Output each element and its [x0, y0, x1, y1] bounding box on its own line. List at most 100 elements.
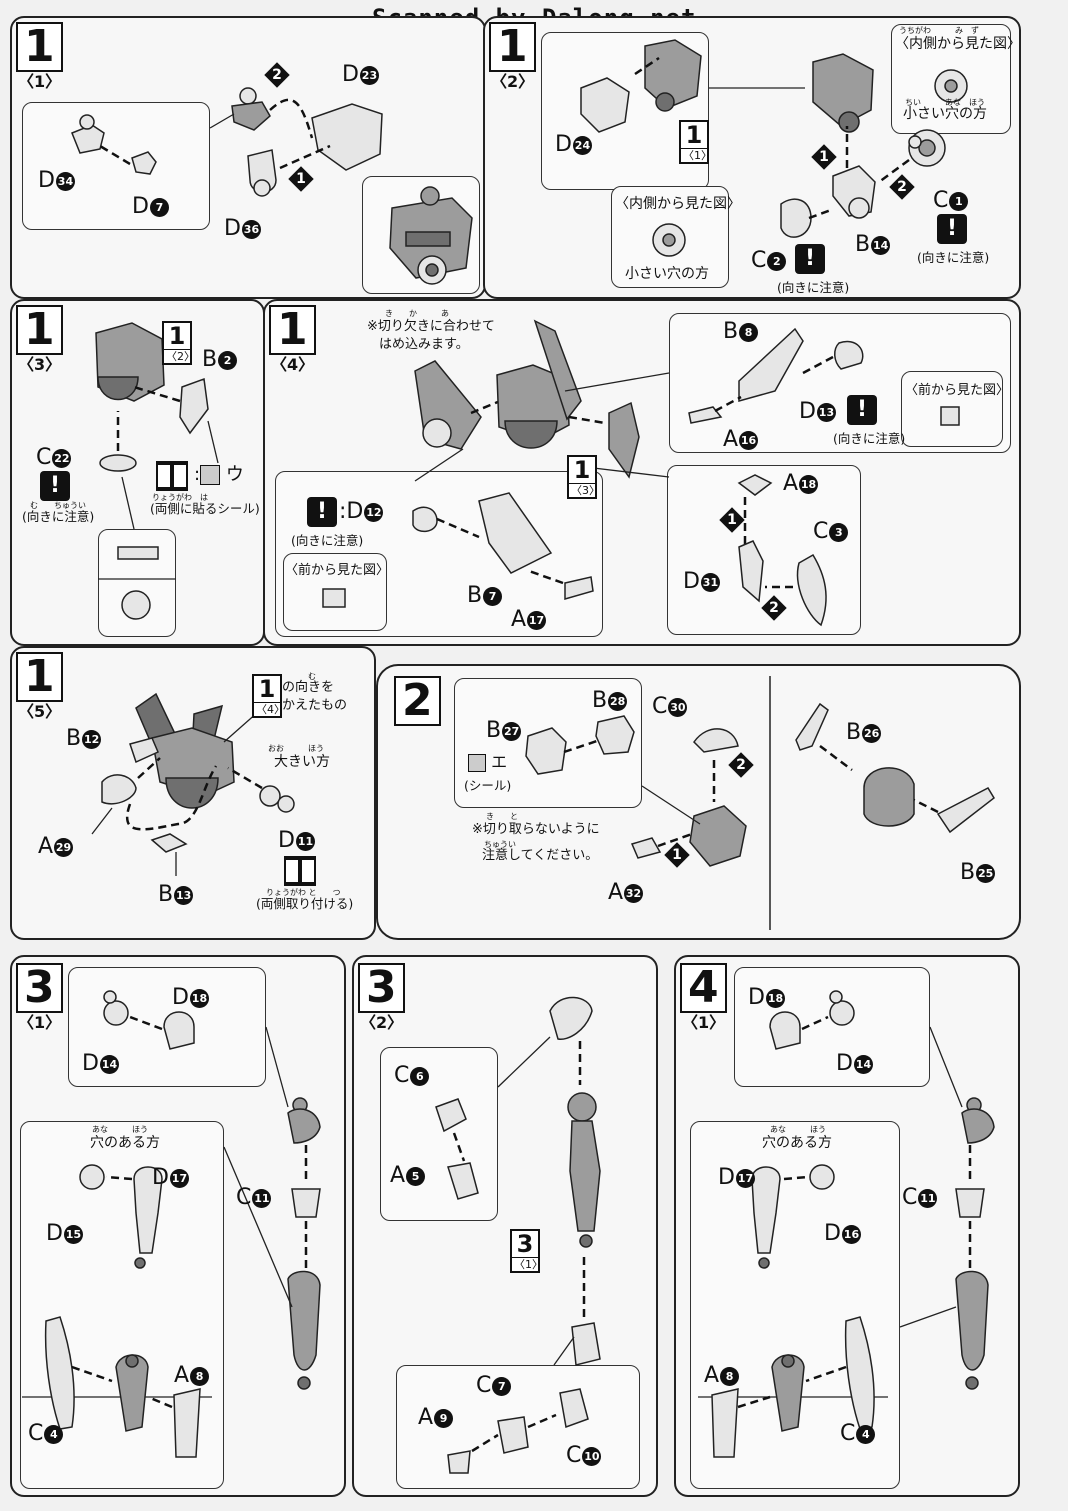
caution-icon: ! [847, 395, 877, 425]
order-marker-1: 1 [288, 166, 314, 192]
inner-view-box-top [891, 24, 1011, 134]
caution-text-2: (向きに注意) [777, 280, 850, 295]
step-number: 1〈1〉 [16, 21, 63, 91]
sticker-note: (シール) [464, 778, 512, 793]
order-marker-1: 1 [664, 842, 690, 868]
hole-side-ruby: あな ほう [92, 1125, 148, 1134]
caution-text: (向きに注意) [833, 431, 906, 446]
big-side-text: 大きい方 [274, 754, 330, 770]
inner-view-title-2: 〈内側から見た図〉 [615, 196, 741, 212]
ref-step-3-1: 3〈1〉 [510, 1229, 543, 1273]
small-hole-text-2: 小さい穴の方 [625, 266, 709, 282]
cut-note-ruby-2: ちゅうい [484, 840, 516, 849]
ref-step-1-2: 1〈2〉 [162, 321, 195, 365]
caution-icon-2: ! [795, 244, 825, 274]
both-sides-icon [156, 461, 188, 491]
ref-step-1-3: 1〈3〉 [567, 455, 600, 499]
sticker-ruby: りょうがわ は [152, 493, 208, 502]
order-marker-2: 2 [264, 62, 290, 88]
panel-step-1-4: 1〈4〉 き か あ ※切り欠きに合わせて はめ込みます。 [263, 299, 1021, 646]
ref-step-1-1: 1〈1〉 [679, 120, 712, 164]
step-1-4-artwork [322, 319, 960, 627]
caution-ruby: む ちゅうい [30, 501, 86, 510]
front-view-title-2: 〈前から見た図〉 [285, 563, 390, 578]
step-1-2-artwork [580, 39, 968, 257]
ref-ruby: む [308, 672, 316, 681]
step-1-3-artwork [95, 322, 219, 620]
order-marker-2: 2 [889, 174, 915, 200]
hole-side-ruby: あな ほう [770, 1125, 826, 1134]
caution-icon: ! [937, 214, 967, 244]
step-number: 3〈2〉 [358, 962, 405, 1032]
caution-text: (向きに注意) [917, 250, 990, 265]
sticker-code: : ウ [194, 464, 244, 485]
caution-text-2: (向きに注意) [291, 533, 364, 548]
order-marker-1: 1 [719, 507, 745, 533]
ref-note-line-2: かえたもの [282, 698, 348, 713]
inner-view-title: 〈内側から見た図〉 [895, 36, 1021, 52]
step-number: 1〈4〉 [269, 304, 316, 374]
small-hole-ruby: ちい あな ほう [905, 98, 985, 107]
step-3-1-artwork [22, 990, 321, 1458]
cut-note-line-1: ※切り取らないように [472, 822, 600, 837]
order-marker-1: 1 [811, 144, 837, 170]
fit-note-line-1: ※切り欠きに合わせて [367, 319, 495, 334]
order-marker-2: 2 [728, 752, 754, 778]
ref-step-1-4: 1〈4〉 [252, 674, 285, 718]
front-view-title: 〈前から見た図〉 [905, 383, 1010, 398]
both-attach-ruby: りょうがわ と つ [266, 888, 341, 897]
step-number: 4〈1〉 [680, 962, 727, 1032]
detail-box-d34-d7 [22, 102, 210, 230]
small-hole-text: 小さい穴の方 [903, 106, 987, 122]
step-number: 1〈2〉 [489, 21, 536, 91]
step-1-5-artwork [91, 692, 295, 876]
inner-view-ruby: うちがわ み ず [899, 26, 979, 35]
caution-icon: ! [40, 471, 70, 501]
